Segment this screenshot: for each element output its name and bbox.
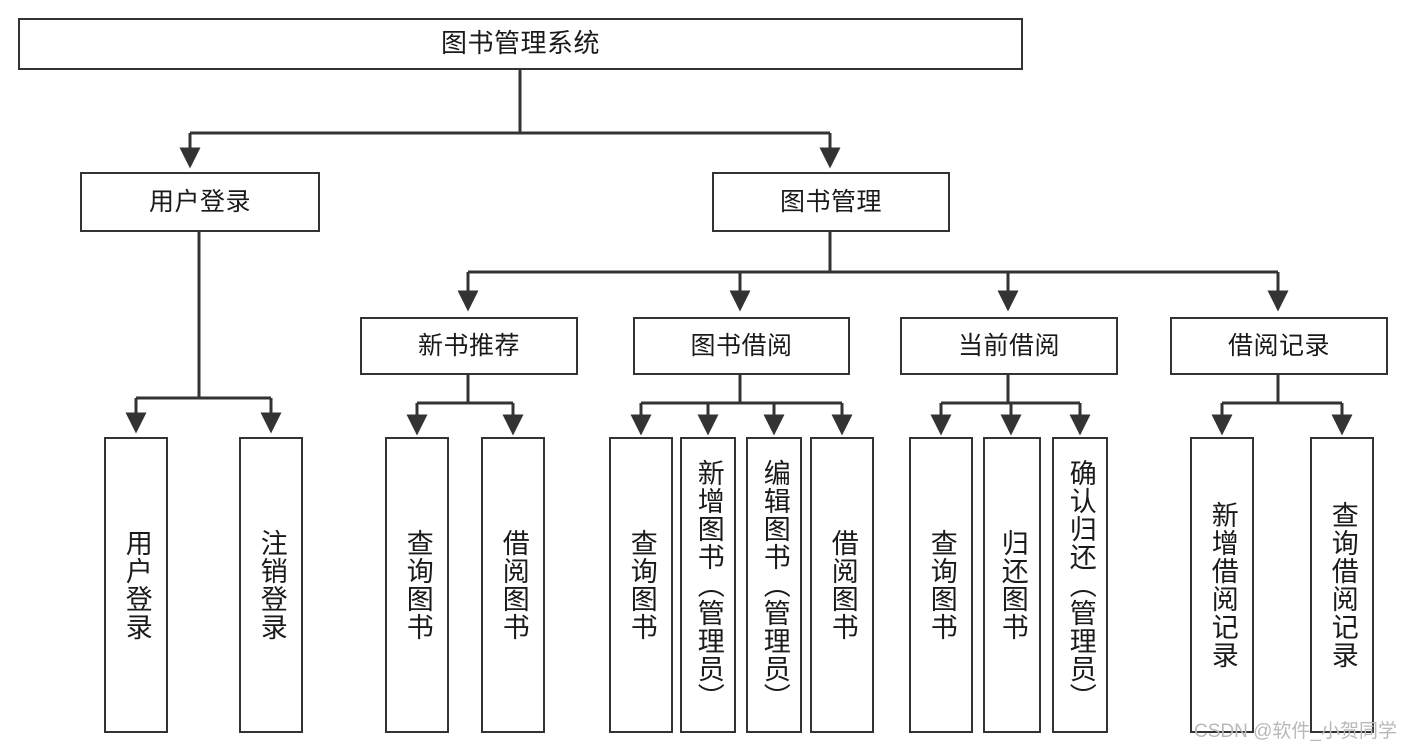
node-leaf-add-book-label: 新增图书（管理员） xyxy=(693,459,724,711)
node-leaf-query-record[interactable]: 查询借阅记录 xyxy=(1310,437,1374,733)
node-user-login-label: 用户登录 xyxy=(148,188,251,216)
node-leaf-logout-label: 注销登录 xyxy=(256,529,287,641)
node-leaf-query-book-3-label: 查询图书 xyxy=(926,529,957,641)
node-root[interactable]: 图书管理系统 xyxy=(18,18,1023,70)
node-leaf-borrow-book-1-label: 借阅图书 xyxy=(498,529,529,641)
node-leaf-borrow-book-2-label: 借阅图书 xyxy=(827,529,858,641)
node-leaf-confirm-return-label: 确认归还（管理员） xyxy=(1065,459,1096,711)
node-leaf-query-book-3[interactable]: 查询图书 xyxy=(909,437,973,733)
node-book-borrow-label: 图书借阅 xyxy=(690,332,793,360)
node-leaf-add-book[interactable]: 新增图书（管理员） xyxy=(680,437,736,733)
node-leaf-add-record[interactable]: 新增借阅记录 xyxy=(1190,437,1254,733)
node-book-manage-label: 图书管理 xyxy=(779,188,882,216)
node-leaf-query-book-1-label: 查询图书 xyxy=(402,529,433,641)
node-book-manage[interactable]: 图书管理 xyxy=(712,172,950,232)
node-current-borrow[interactable]: 当前借阅 xyxy=(900,317,1118,375)
node-leaf-user-login-label: 用户登录 xyxy=(121,529,152,641)
node-leaf-edit-book[interactable]: 编辑图书（管理员） xyxy=(746,437,802,733)
node-new-book-rec[interactable]: 新书推荐 xyxy=(360,317,578,375)
node-leaf-borrow-book-2[interactable]: 借阅图书 xyxy=(810,437,874,733)
node-leaf-query-book-2-label: 查询图书 xyxy=(626,529,657,641)
node-leaf-query-record-label: 查询借阅记录 xyxy=(1327,501,1358,669)
node-borrow-record[interactable]: 借阅记录 xyxy=(1170,317,1388,375)
node-leaf-edit-book-label: 编辑图书（管理员） xyxy=(759,459,790,711)
node-leaf-query-book-1[interactable]: 查询图书 xyxy=(385,437,449,733)
node-leaf-query-book-2[interactable]: 查询图书 xyxy=(609,437,673,733)
node-leaf-return-book[interactable]: 归还图书 xyxy=(983,437,1041,733)
node-new-book-rec-label: 新书推荐 xyxy=(417,332,520,360)
node-leaf-return-book-label: 归还图书 xyxy=(997,529,1028,641)
node-borrow-record-label: 借阅记录 xyxy=(1227,332,1330,360)
node-current-borrow-label: 当前借阅 xyxy=(957,332,1060,360)
node-leaf-confirm-return[interactable]: 确认归还（管理员） xyxy=(1052,437,1108,733)
node-leaf-borrow-book-1[interactable]: 借阅图书 xyxy=(481,437,545,733)
node-leaf-add-record-label: 新增借阅记录 xyxy=(1207,501,1238,669)
csdn-watermark: CSDN @软件_小贺同学 xyxy=(1194,721,1397,742)
node-root-label: 图书管理系统 xyxy=(440,28,600,59)
node-leaf-logout[interactable]: 注销登录 xyxy=(239,437,303,733)
node-book-borrow[interactable]: 图书借阅 xyxy=(633,317,850,375)
node-user-login[interactable]: 用户登录 xyxy=(80,172,320,232)
node-leaf-user-login[interactable]: 用户登录 xyxy=(104,437,168,733)
